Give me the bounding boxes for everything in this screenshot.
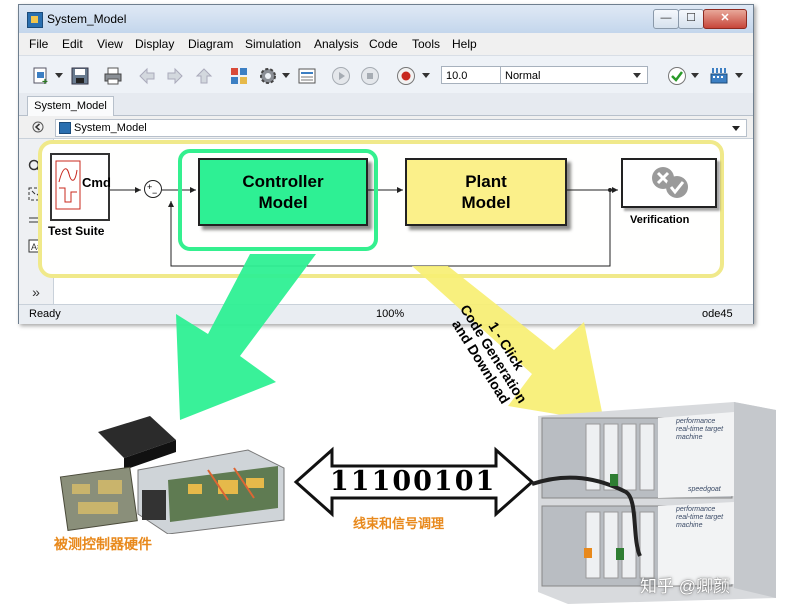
- simulation-mode-select[interactable]: Normal: [500, 66, 648, 84]
- forward-icon[interactable]: [165, 66, 185, 86]
- svg-text:A≡: A≡: [31, 242, 42, 252]
- sum-minus-sign: −: [152, 188, 158, 198]
- tab-strip: System_Model: [19, 93, 753, 116]
- save-icon[interactable]: [70, 66, 90, 86]
- plant-label-line2: Model: [461, 193, 511, 212]
- test-suite-block[interactable]: Cmd: [50, 153, 111, 221]
- plant-model-block[interactable]: Plant Model: [405, 158, 567, 226]
- chevron-down-icon[interactable]: [732, 126, 740, 131]
- stop-icon[interactable]: [360, 66, 380, 86]
- verification-status-icon: [652, 167, 688, 198]
- menu-tools[interactable]: Tools: [412, 37, 441, 51]
- model-icon: [59, 122, 71, 134]
- close-button[interactable]: ✕: [703, 9, 747, 29]
- menu-display[interactable]: Display: [135, 37, 175, 51]
- check-dropdown-icon[interactable]: [691, 73, 699, 78]
- hide-browser-icon[interactable]: [32, 121, 44, 133]
- back-icon[interactable]: [137, 66, 157, 86]
- signal-builder-icon: [55, 160, 81, 210]
- menu-view[interactable]: View: [97, 37, 123, 51]
- sum-plus-sign: +: [147, 182, 153, 192]
- controller-label-line2: Model: [258, 193, 308, 212]
- watermark: 知乎 @卿颜: [640, 577, 730, 596]
- run-icon[interactable]: [331, 66, 351, 86]
- minimize-button[interactable]: —: [653, 9, 679, 29]
- more-icon[interactable]: »: [32, 284, 40, 300]
- target-machine-text-lower: performance real-time target machine: [676, 506, 724, 529]
- target-machine-image: [531, 402, 776, 604]
- controller-highlight: [178, 149, 378, 251]
- up-icon[interactable]: [194, 66, 214, 86]
- breadcrumb-model-name: System_Model: [74, 122, 147, 134]
- record-dropdown-icon[interactable]: [422, 73, 430, 78]
- controller-hardware-label: 被测控制器硬件: [54, 536, 152, 552]
- breadcrumb[interactable]: System_Model: [55, 119, 747, 137]
- target-brand-logo: speedgoat: [688, 486, 721, 493]
- menu-diagram[interactable]: Diagram: [188, 37, 234, 51]
- menu-file[interactable]: File: [29, 37, 49, 51]
- simulation-mode-value: Normal: [505, 70, 541, 82]
- status-bar: Ready 100% ode45: [19, 304, 753, 324]
- model-explorer-icon[interactable]: [297, 66, 317, 86]
- menu-edit[interactable]: Edit: [62, 37, 83, 51]
- simulink-app-icon: [27, 12, 43, 28]
- build-icon[interactable]: [709, 66, 729, 86]
- zoom-level: 100%: [376, 308, 405, 320]
- menu-help[interactable]: Help: [452, 37, 477, 51]
- settings-dropdown-icon[interactable]: [282, 73, 290, 78]
- window-title: System_Model: [47, 12, 127, 26]
- check-icon[interactable]: [667, 66, 687, 86]
- harness-label: 线束和信号调理: [353, 516, 445, 531]
- build-dropdown-icon[interactable]: [735, 73, 743, 78]
- toolbar: +: [19, 55, 753, 95]
- target-machine-text-upper: performance real-time target machine: [676, 418, 724, 441]
- plant-label-line1: Plant: [465, 172, 507, 191]
- maximize-button[interactable]: ☐: [678, 9, 704, 29]
- stop-time-field[interactable]: 10.0: [441, 66, 501, 84]
- settings-gear-icon[interactable]: [258, 66, 278, 86]
- status-text: Ready: [29, 308, 61, 320]
- ecu-hardware-image: [59, 416, 285, 534]
- print-icon[interactable]: [103, 66, 123, 86]
- verification-label: Verification: [630, 214, 690, 226]
- svg-text:+: +: [42, 77, 48, 86]
- sum-block[interactable]: + −: [144, 180, 162, 198]
- test-suite-label: Test Suite: [48, 224, 105, 238]
- new-model-icon[interactable]: +: [31, 66, 51, 86]
- new-dropdown-icon[interactable]: [55, 73, 63, 78]
- library-browser-icon[interactable]: [229, 66, 249, 86]
- title-bar: System_Model — ☐ ✕: [19, 5, 753, 33]
- menu-bar: File Edit View Display Diagram Simulatio…: [19, 33, 753, 55]
- menu-analysis[interactable]: Analysis: [314, 37, 359, 51]
- solver-name[interactable]: ode45: [702, 308, 733, 320]
- controller-label-line1: Controller: [242, 172, 324, 191]
- test-suite-output-label: Cmd: [82, 175, 111, 190]
- controller-model-block[interactable]: Controller Model: [198, 158, 368, 226]
- tab-system-model[interactable]: System_Model: [27, 96, 114, 116]
- menu-simulation[interactable]: Simulation: [245, 37, 302, 51]
- bit-stream: 11100101: [330, 466, 497, 497]
- verification-block[interactable]: [621, 158, 717, 208]
- chevron-down-icon: [633, 73, 641, 78]
- menu-code[interactable]: Code: [369, 37, 398, 51]
- record-icon[interactable]: [396, 66, 416, 86]
- address-bar: System_Model: [19, 116, 753, 139]
